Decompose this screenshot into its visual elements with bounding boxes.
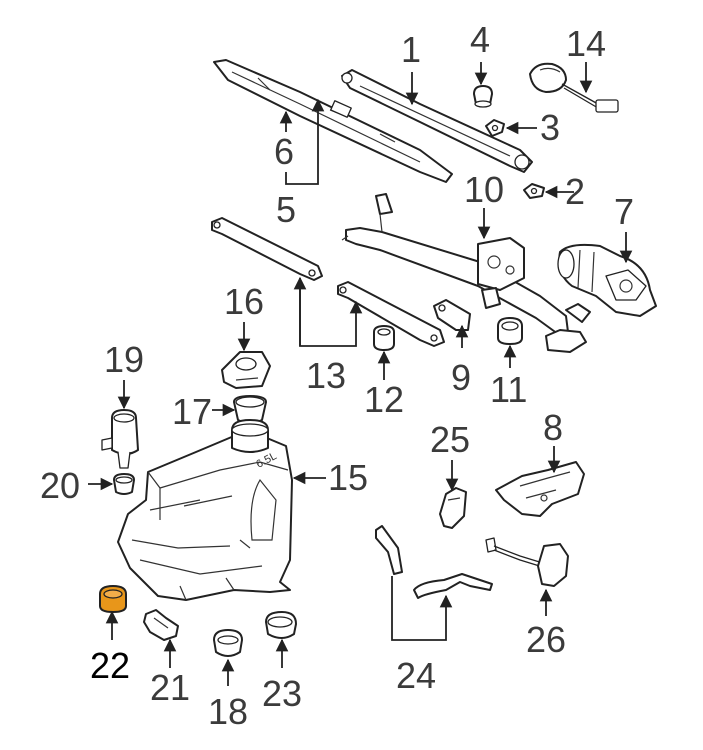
nut[interactable]	[485, 119, 505, 137]
wiper-arm[interactable]	[341, 69, 533, 173]
callout-14: 14	[566, 23, 606, 64]
callout-4: 4	[470, 19, 490, 60]
callout-26: 26	[526, 619, 566, 660]
wire-harness[interactable]	[485, 537, 569, 587]
tank-filler-cap[interactable]	[221, 351, 271, 389]
washer[interactable]	[523, 183, 545, 199]
callout-8: 8	[543, 407, 563, 448]
callout-3: 3	[540, 107, 560, 148]
washer-nozzle[interactable]	[143, 609, 179, 641]
grommet-12[interactable]	[373, 325, 395, 351]
wiper-linkage[interactable]	[341, 193, 591, 353]
wiper-motor[interactable]	[557, 243, 657, 317]
callout-24: 24	[396, 655, 436, 696]
callout-20: 20	[40, 465, 80, 506]
callout-11: 11	[490, 369, 527, 410]
pump-grommet[interactable]	[113, 473, 135, 495]
callout-2: 2	[565, 171, 585, 212]
callout-15: 15	[328, 457, 368, 498]
arm-nut-cap[interactable]	[473, 85, 493, 108]
leader-lines	[88, 62, 633, 686]
bracket-clip[interactable]	[433, 299, 471, 331]
callout-12: 12	[364, 379, 404, 420]
link-rods[interactable]	[211, 217, 445, 347]
callout-22: 22	[90, 645, 130, 686]
connector-25[interactable]	[439, 487, 467, 529]
callout-numbers: 1 2 3 4 5 6 7 8 9 10 11 12 13 14 15 16 1…	[40, 19, 634, 732]
washer-pump[interactable]	[101, 409, 139, 469]
callout-18: 18	[208, 691, 248, 732]
callout-25: 25	[430, 419, 470, 460]
washer-fluid-reservoir[interactable]: 6.5L	[117, 419, 293, 601]
callout-5: 5	[276, 189, 296, 230]
bushing-11[interactable]	[497, 317, 523, 345]
callout-23: 23	[262, 673, 302, 714]
grommet-22-highlighted[interactable]	[99, 584, 127, 614]
callout-10: 10	[464, 169, 504, 210]
filler-neck[interactable]	[233, 395, 267, 424]
plug-23[interactable]	[265, 611, 297, 639]
sensor-with-wire[interactable]	[529, 62, 619, 113]
callout-9: 9	[451, 357, 471, 398]
callout-21: 21	[150, 667, 190, 708]
callout-19: 19	[104, 339, 144, 380]
mounting-bracket[interactable]	[495, 461, 585, 517]
callout-16: 16	[224, 281, 264, 322]
callout-13: 13	[306, 355, 346, 396]
callout-1: 1	[401, 29, 421, 70]
callout-17: 17	[172, 391, 212, 432]
grommet-18[interactable]	[213, 629, 243, 657]
callout-7: 7	[614, 191, 634, 232]
wiper-blade[interactable]	[213, 59, 453, 183]
callout-6: 6	[274, 131, 294, 172]
washer-hoses[interactable]	[375, 525, 493, 599]
